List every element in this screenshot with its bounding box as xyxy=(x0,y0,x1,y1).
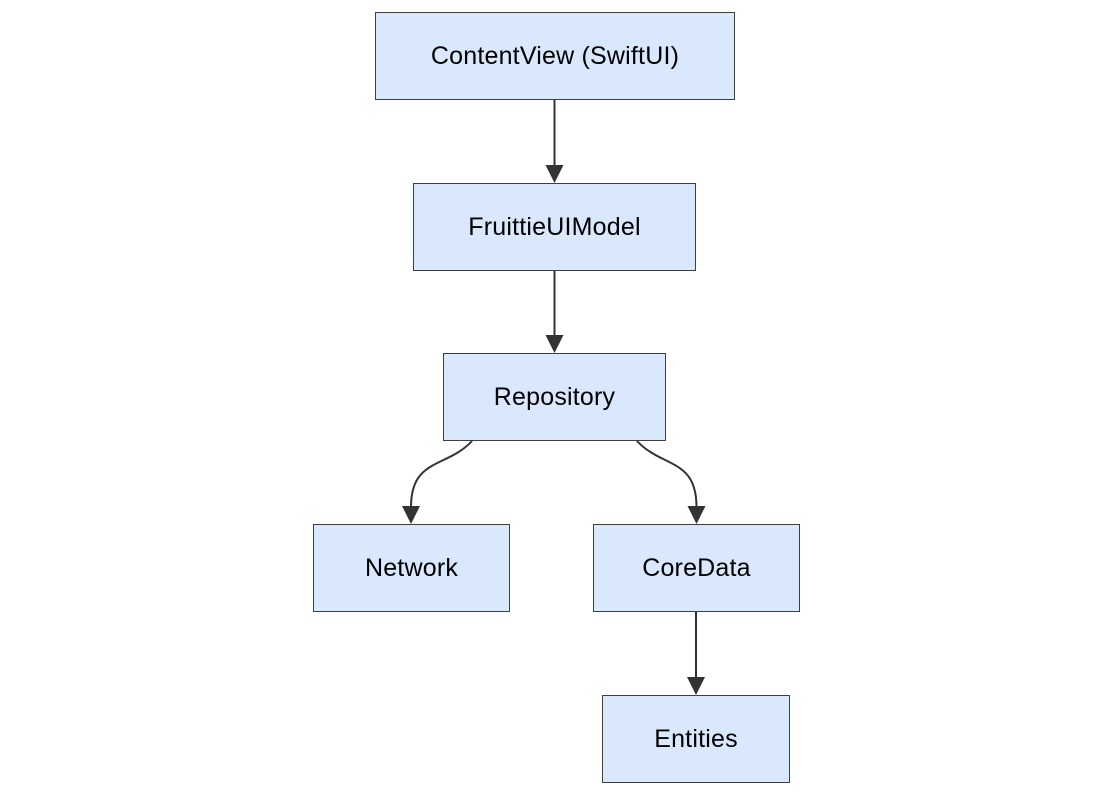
node-fruittieuimodel: FruittieUIModel xyxy=(413,183,696,271)
node-coredata-label: CoreData xyxy=(642,553,751,582)
arrowhead-icon xyxy=(545,165,564,183)
arrowhead-icon xyxy=(545,335,564,353)
arrowhead-icon xyxy=(687,677,705,695)
edge-repository-to-network xyxy=(402,440,473,524)
node-entities-label: Entities xyxy=(654,724,738,753)
arrowhead-icon xyxy=(402,506,420,524)
node-entities: Entities xyxy=(602,695,790,783)
edge-contentview-to-fruittieuimodel xyxy=(545,100,564,183)
node-contentview-label: ContentView (SwiftUI) xyxy=(430,41,680,70)
node-repository-label: Repository xyxy=(493,382,616,411)
edge-fruittieuimodel-to-repository xyxy=(545,271,564,353)
node-repository: Repository xyxy=(443,353,666,441)
edge-repository-to-coredata xyxy=(636,440,706,524)
node-coredata: CoreData xyxy=(593,524,800,612)
arrowhead-icon xyxy=(687,506,706,524)
edge-coredata-to-entities xyxy=(687,612,705,695)
node-network-label: Network xyxy=(364,553,459,582)
node-contentview: ContentView (SwiftUI) xyxy=(375,12,735,100)
node-fruittieuimodel-label: FruittieUIModel xyxy=(468,212,641,241)
node-network: Network xyxy=(313,524,510,612)
